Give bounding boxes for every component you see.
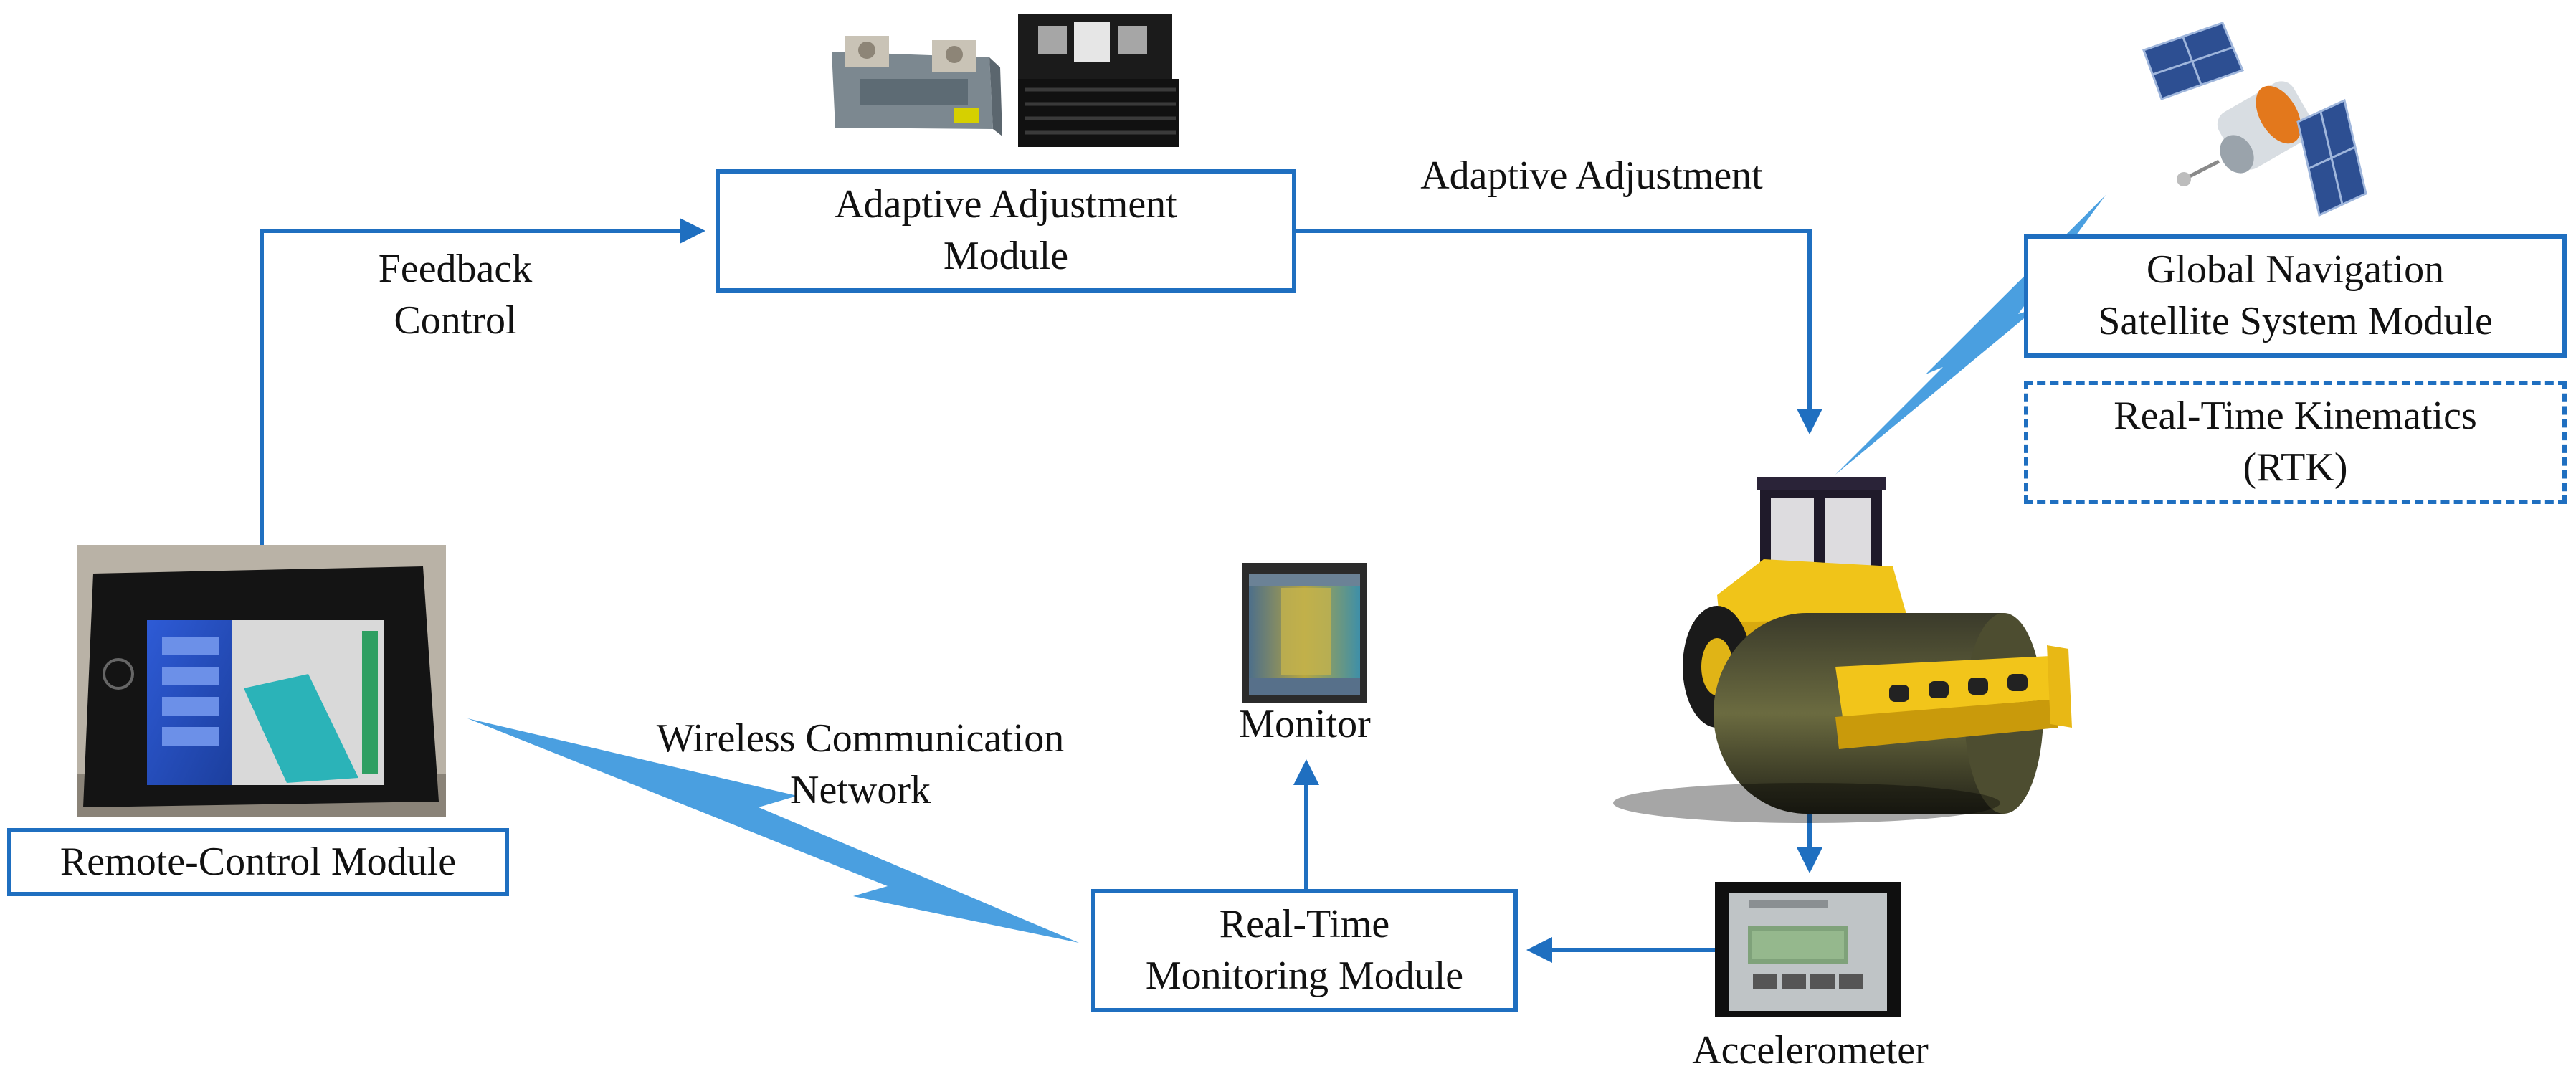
accelerometer-label: Accelerometer bbox=[1642, 1025, 1979, 1077]
monitor-text: Monitor bbox=[1239, 702, 1371, 746]
feedback-control-label: Feedback Control bbox=[315, 244, 595, 346]
monitoring-module-line-2: Monitoring Module bbox=[1145, 954, 1464, 998]
road-roller-icon bbox=[1613, 477, 2072, 823]
rtk-module-line-2: (RTK) bbox=[2243, 445, 2348, 490]
adaptive-adjustment-arrow-label: Adaptive Adjustment bbox=[1362, 151, 1821, 202]
wireless-bolt-icon bbox=[467, 718, 1079, 943]
remote-control-module-label: Remote-Control Module bbox=[60, 839, 457, 884]
relay-photos-icon bbox=[832, 14, 1179, 147]
gnss-module-box: Global Navigation Satellite System Modul… bbox=[2024, 234, 2567, 358]
adaptive-module-line-1: Adaptive Adjustment bbox=[835, 182, 1177, 227]
remote-control-module-box: Remote-Control Module bbox=[7, 828, 509, 896]
monitor-label: Monitor bbox=[1197, 699, 1412, 751]
monitoring-module-line-1: Real-Time bbox=[1219, 902, 1390, 947]
monitor-photo-icon bbox=[1242, 563, 1367, 703]
accelerometer-photo-icon bbox=[1715, 882, 1901, 1017]
accelerometer-text: Accelerometer bbox=[1692, 1028, 1929, 1073]
feedback-control-line-1: Feedback bbox=[378, 247, 533, 291]
gnss-module-line-2: Satellite System Module bbox=[2098, 299, 2493, 343]
adaptive-adjustment-arrow-text: Adaptive Adjustment bbox=[1420, 153, 1763, 198]
adaptive-module-line-2: Module bbox=[943, 234, 1069, 278]
adaptive-adjustment-arrow bbox=[1294, 229, 1822, 434]
gnss-module-line-1: Global Navigation bbox=[2146, 247, 2445, 293]
adaptive-adjustment-module-box: Adaptive Adjustment Module bbox=[716, 169, 1296, 293]
wireless-network-label: Wireless Communication Network bbox=[588, 713, 1133, 816]
rtk-module-box: Real-Time Kinematics (RTK) bbox=[2024, 381, 2567, 504]
rtk-module-line-1: Real-Time Kinematics bbox=[2114, 394, 2477, 439]
real-time-monitoring-module-box: Real-Time Monitoring Module bbox=[1091, 889, 1518, 1012]
feedback-control-line-2: Control bbox=[394, 298, 517, 343]
wireless-network-line-2: Network bbox=[790, 767, 931, 812]
tablet-photo-icon bbox=[77, 545, 446, 817]
satellite-icon bbox=[2142, 22, 2367, 217]
wireless-network-line-1: Wireless Communication bbox=[656, 716, 1065, 761]
feedback-control-arrow bbox=[260, 218, 705, 595]
